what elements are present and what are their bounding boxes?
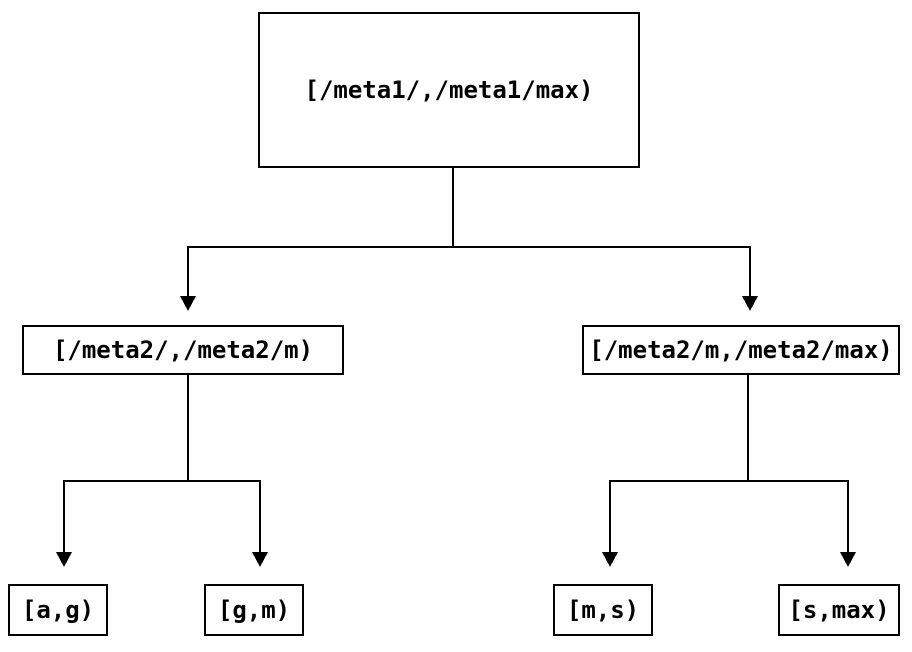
edge-root-children	[180, 168, 758, 311]
node-label: [m,s)	[566, 596, 640, 624]
node-leaf-s-max: [s,max)	[778, 584, 900, 636]
arrowhead-icon	[840, 552, 856, 567]
node-leaf-a-g: [a,g)	[8, 584, 108, 636]
node-label: [g,m)	[217, 596, 291, 624]
edge-meta2-left-children	[56, 375, 268, 567]
node-meta2-left-range: [/meta2/,/meta2/m)	[22, 325, 344, 375]
node-leaf-g-m: [g,m)	[204, 584, 304, 636]
node-label: [/meta2/,/meta2/m)	[52, 336, 314, 364]
edge-meta2-right-children	[602, 375, 856, 567]
arrowhead-icon	[180, 296, 196, 311]
node-label: [a,g)	[21, 596, 95, 624]
arrowhead-icon	[742, 296, 758, 311]
node-label: [s,max)	[788, 596, 890, 624]
node-label: [/meta2/m,/meta2/max)	[589, 336, 893, 364]
arrowhead-icon	[56, 552, 72, 567]
node-root-range: [/meta1/,/meta1/max)	[258, 12, 640, 168]
arrowhead-icon	[252, 552, 268, 567]
node-leaf-m-s: [m,s)	[553, 584, 653, 636]
node-label: [/meta1/,/meta1/max)	[304, 76, 594, 104]
arrowhead-icon	[602, 552, 618, 567]
node-meta2-right-range: [/meta2/m,/meta2/max)	[582, 325, 900, 375]
